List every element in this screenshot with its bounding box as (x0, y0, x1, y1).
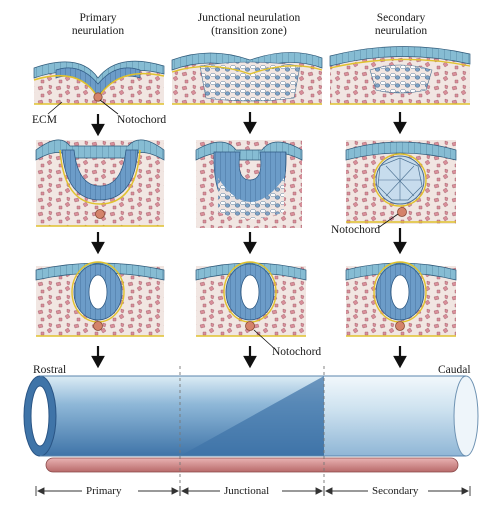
ecm-label: ECM (32, 114, 57, 126)
ecm-leader-line (47, 101, 63, 115)
title-line: (transition zone) (211, 25, 287, 37)
title-line: Junctional neurulation (197, 12, 301, 24)
secondary-stage-1 (329, 46, 471, 105)
column-title-primary: Primary neurulation (23, 12, 173, 38)
primary-stage-2 (35, 139, 165, 227)
column-title-secondary: Secondary neurulation (326, 12, 476, 38)
progression-arrows (91, 112, 407, 369)
caudal-label: Caudal (438, 364, 471, 376)
title-line: Secondary (376, 12, 426, 24)
junctional-stage-1 (171, 52, 323, 105)
axis-label-secondary: Secondary (372, 485, 419, 497)
title-line: neurulation (374, 25, 428, 37)
junctional-stage-2 (195, 140, 303, 228)
secondary-stage-3 (345, 261, 457, 337)
junctional-stage-3 (195, 261, 307, 351)
axis-label-junctional: Junctional (224, 485, 270, 497)
neural-tube (23, 366, 479, 496)
title-line: neurulation (71, 25, 125, 37)
notochord-label-primary: Notochord (117, 114, 167, 126)
axis-label-primary: Primary (86, 485, 122, 497)
notochord-label-secondary: Notochord (331, 224, 381, 236)
title-line: Primary (79, 12, 117, 24)
rostral-label: Rostral (33, 364, 67, 376)
notochord-leader-line-1 (99, 99, 119, 115)
primary-stage-3 (35, 261, 165, 337)
secondary-stage-2 (345, 140, 457, 224)
notochord-leader-line-2 (377, 213, 399, 229)
column-title-junctional: Junctional neurulation (transition zone) (174, 12, 324, 38)
notochord-label-junctional: Notochord (272, 346, 322, 358)
region-axis (35, 486, 471, 496)
primary-stage-1 (33, 60, 165, 105)
notochord-rod (45, 457, 459, 473)
